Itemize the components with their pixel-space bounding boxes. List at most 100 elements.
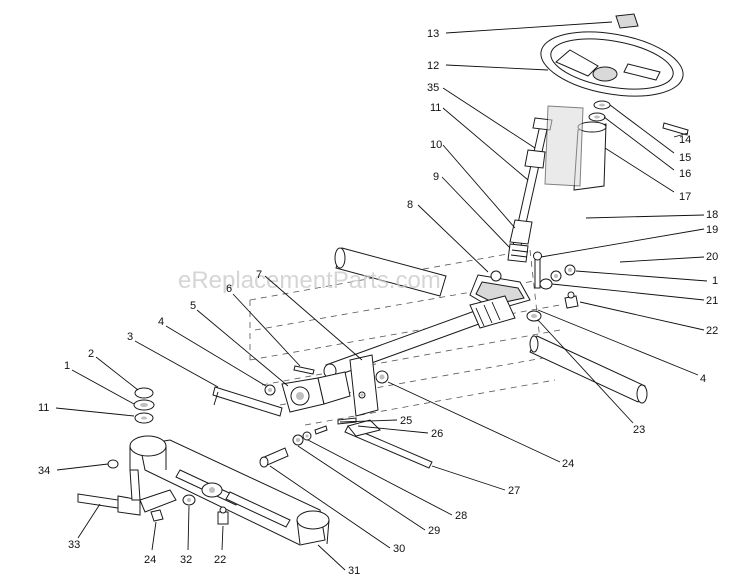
- callout-9: 9: [433, 171, 439, 183]
- nut-left: [264, 384, 276, 396]
- callout-11b: 11: [38, 402, 49, 414]
- callout-19: 19: [706, 224, 718, 236]
- callout-16: 16: [679, 168, 691, 180]
- callout-10: 10: [430, 139, 442, 151]
- callout-14: 14: [679, 134, 691, 146]
- leader-4a: [165, 325, 267, 387]
- callout-31: 31: [348, 565, 360, 577]
- callout-29: 29: [428, 525, 440, 537]
- grease-fitting-22-lower: [217, 506, 229, 525]
- leader-1a: [71, 369, 135, 405]
- callout-12: 12: [427, 60, 439, 72]
- frame-tube-upper: [334, 247, 447, 297]
- leader-24b: [387, 381, 561, 463]
- callout-5: 5: [190, 300, 196, 312]
- leader-15: [609, 104, 675, 154]
- leader-22b: [579, 301, 705, 331]
- leader-26: [357, 425, 429, 434]
- leader-28: [307, 439, 453, 516]
- leader-29: [297, 445, 426, 531]
- leader-18: [585, 214, 705, 219]
- drag-link-27: [344, 419, 433, 469]
- leader-30: [269, 465, 391, 549]
- nut-23: [526, 310, 542, 322]
- callout-17: 17: [679, 191, 691, 203]
- callout-34: 34: [38, 465, 50, 477]
- leader-4b: [537, 309, 699, 376]
- spindle-33: [77, 469, 177, 516]
- callout-22b: 22: [706, 325, 718, 337]
- leader-10: [442, 144, 516, 229]
- callout-35: 35: [427, 82, 439, 94]
- steering-column: [507, 117, 553, 263]
- callout-11a: 11: [430, 102, 441, 114]
- callout-4b: 4: [700, 373, 706, 385]
- column-shroud: [544, 105, 584, 187]
- callout-23: 23: [633, 424, 645, 436]
- hardware-right: [533, 251, 579, 309]
- bolt-25-26: [314, 417, 357, 435]
- leader-25: [339, 419, 398, 423]
- callout-22a: 22: [214, 554, 226, 566]
- leader-12: [445, 64, 549, 71]
- front-axle: [129, 435, 330, 546]
- leader-32: [187, 505, 190, 551]
- callout-6: 6: [226, 283, 232, 295]
- steering-gear-mount: [469, 270, 531, 311]
- leader-2: [95, 356, 139, 391]
- callouts: 13 12 35 11 10 9 8 7 6 5 4 3: [38, 21, 718, 577]
- leader-33: [77, 503, 101, 539]
- callout-1b: 1: [712, 275, 718, 287]
- callout-20: 20: [706, 251, 718, 263]
- callout-13: 13: [427, 28, 439, 40]
- leader-13: [445, 21, 613, 34]
- bracket-plate: [349, 354, 379, 417]
- wheel-cap-13: [615, 13, 639, 29]
- leader-24a: [151, 521, 157, 551]
- leader-16: [603, 116, 675, 171]
- leader-6: [232, 293, 301, 367]
- callout-18: 18: [706, 209, 718, 221]
- leader-11b: [55, 407, 135, 417]
- washer-29-28: [292, 431, 312, 446]
- tie-rod: [212, 386, 283, 417]
- leader-17: [604, 147, 675, 193]
- callout-4a: 4: [158, 316, 164, 328]
- callout-25: 25: [400, 415, 412, 427]
- steering-wheel-12: [540, 31, 684, 97]
- leader-7: [264, 275, 363, 361]
- washers-15-16: [588, 100, 611, 122]
- leader-22a: [221, 525, 224, 551]
- leader-5: [196, 309, 289, 387]
- leader-21: [551, 283, 705, 301]
- callout-15: 15: [679, 152, 691, 164]
- watermark-text: eReplacementParts.com: [178, 267, 441, 294]
- leader-11a: [442, 107, 529, 181]
- callout-28: 28: [455, 510, 467, 522]
- callout-32: 32: [180, 554, 192, 566]
- nut-24-lower: [150, 509, 164, 522]
- callout-26: 26: [431, 428, 443, 440]
- roll-pin-14: [662, 122, 689, 136]
- illustration: [77, 13, 689, 546]
- callout-24b: 24: [562, 458, 574, 470]
- grease-fitting-34: [107, 459, 119, 469]
- callout-33: 33: [68, 539, 80, 551]
- callout-27: 27: [508, 485, 520, 497]
- washer-stack-left: [133, 387, 155, 424]
- frame-tube-lower: [529, 335, 648, 404]
- leader-19: [540, 228, 705, 258]
- leader-23: [537, 319, 634, 424]
- leader-14: [673, 132, 689, 138]
- leader-3: [134, 340, 219, 388]
- leader-35: [442, 87, 536, 149]
- leader-1b: [575, 270, 708, 282]
- leader-27: [431, 465, 506, 491]
- leader-20: [619, 256, 705, 263]
- bolt-6: [293, 365, 315, 375]
- callout-30: 30: [393, 543, 405, 555]
- callout-21: 21: [706, 295, 718, 307]
- leader-8: [417, 204, 489, 273]
- leader-34: [56, 463, 109, 471]
